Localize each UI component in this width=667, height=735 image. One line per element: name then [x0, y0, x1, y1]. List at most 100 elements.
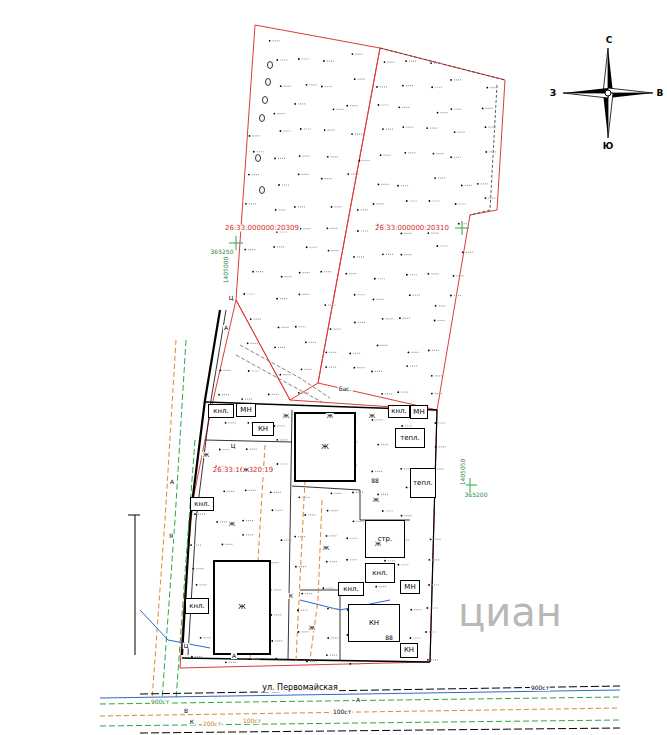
elevation-value [411, 352, 419, 353]
elevation-value [310, 247, 318, 248]
elevation-value [254, 318, 262, 319]
elevation-value [386, 254, 394, 255]
utility-line [152, 340, 176, 700]
parcel-boundary [180, 300, 437, 668]
elevation-value [253, 135, 261, 136]
elevation-point [431, 86, 433, 88]
elevation-value [227, 491, 235, 492]
elevation-value [252, 174, 260, 175]
elevation-value [299, 566, 307, 567]
map-label: А [231, 653, 237, 659]
elevation-point [427, 232, 429, 234]
driveway [240, 345, 330, 398]
elevation-point [373, 203, 375, 205]
elevation-point [357, 209, 359, 211]
elevation-value [488, 127, 496, 128]
elevation-value [325, 178, 333, 179]
elevation-point [384, 61, 386, 63]
elevation-point [354, 78, 356, 80]
elevation-value [284, 540, 292, 541]
elevation-point [371, 471, 373, 473]
elevation-value [385, 393, 393, 394]
building-outline: кнл. [388, 405, 410, 418]
elevation-point [380, 154, 382, 156]
elevation-value [435, 393, 443, 394]
elevation-point [320, 271, 322, 273]
elevation-point [328, 250, 330, 252]
elevation-point [295, 326, 297, 328]
compass-center [605, 90, 611, 96]
elevation-point [277, 463, 279, 465]
fence-line [380, 48, 505, 80]
elevation-point [244, 249, 246, 251]
building-label: МН [413, 409, 424, 416]
elevation-point [397, 391, 399, 393]
map-label: 26:33:000000:20309 [224, 225, 300, 232]
elevation-value [454, 79, 462, 80]
map-label: С [605, 36, 614, 45]
elevation-point [437, 112, 439, 114]
tree-symbol [268, 62, 273, 69]
elevation-point [450, 295, 452, 297]
elevation-point [400, 254, 402, 256]
elevation-value [280, 439, 288, 440]
elevation-point [225, 422, 227, 424]
elevation-value [304, 128, 312, 129]
map-label: бас. [338, 386, 353, 392]
fence-line [470, 85, 497, 215]
elevation-point [298, 173, 300, 175]
elevation-value [404, 233, 412, 234]
elevation-point [352, 53, 354, 55]
elevation-point [406, 200, 408, 202]
map-label: Ж [368, 413, 376, 419]
elevation-point [462, 251, 464, 253]
elevation-value [249, 203, 257, 204]
tree-symbol [260, 187, 265, 194]
elevation-value [248, 249, 256, 250]
elevation-value [358, 322, 366, 323]
elevation-point [428, 559, 430, 561]
elevation-value [409, 60, 417, 61]
elevation-point [281, 539, 283, 541]
elevation-value [330, 561, 338, 562]
elevation-value [247, 293, 255, 294]
elevation-point [190, 544, 192, 546]
elevation-point [377, 345, 379, 347]
compass-arm [608, 88, 653, 93]
elevation-value [334, 493, 342, 494]
inner-wall [288, 410, 292, 660]
elevation-value [301, 610, 309, 611]
elevation-point [384, 560, 386, 562]
elevation-point [273, 246, 275, 248]
elevation-value [336, 109, 344, 110]
elevation-value [361, 209, 369, 210]
elevation-point [294, 103, 296, 105]
elevation-point [327, 608, 329, 610]
elevation-point [270, 491, 272, 493]
utility-line [100, 697, 620, 704]
elevation-point [450, 79, 452, 81]
map-label: Ж [228, 521, 236, 527]
elevation-point [276, 59, 278, 61]
elevation-value [298, 103, 306, 104]
elevation-value [353, 353, 361, 354]
elevation-point [299, 272, 301, 274]
utility-line [100, 720, 620, 726]
elevation-value [305, 369, 313, 370]
map-label: Ж [326, 413, 334, 419]
elevation-point [428, 584, 430, 586]
elevation-point [345, 273, 347, 275]
elevation-point [246, 448, 248, 450]
map-label: Ц [228, 295, 235, 301]
elevation-value [303, 156, 311, 157]
elevation-point [359, 160, 361, 162]
elevation-point [431, 393, 433, 395]
elevation-value [280, 463, 288, 464]
elevation-point [406, 274, 408, 276]
elevation-point [381, 393, 383, 395]
building-label: кнл. [213, 408, 229, 415]
elevation-point [247, 342, 249, 344]
elevation-point [433, 153, 435, 155]
elevation-point [327, 156, 329, 158]
elevation-point [382, 253, 384, 255]
